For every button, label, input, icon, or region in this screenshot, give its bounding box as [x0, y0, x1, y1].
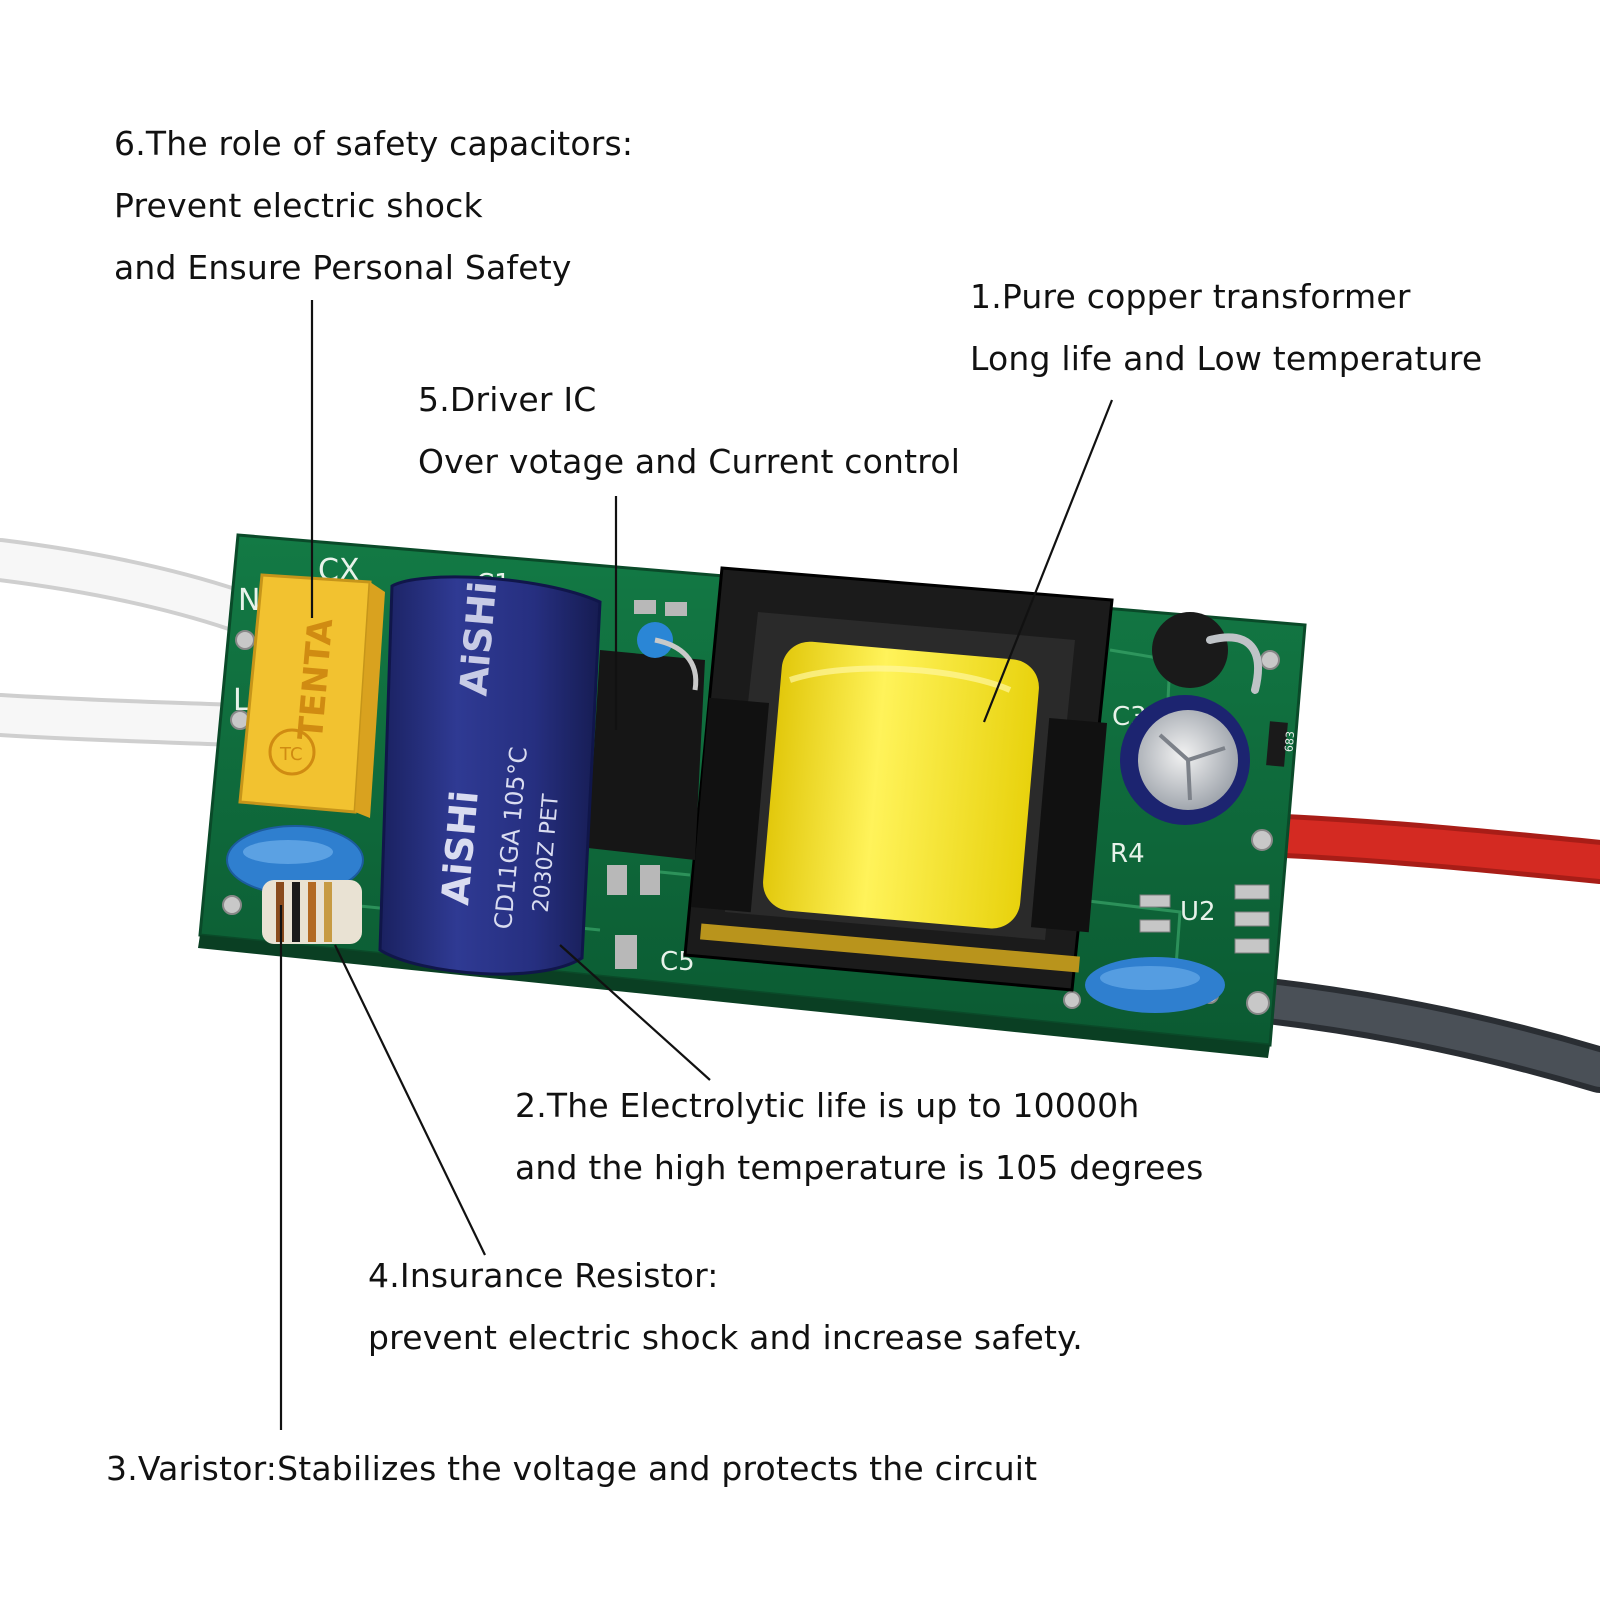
- callout-safety-capacitor: 6.The role of safety capacitors: Prevent…: [114, 113, 633, 299]
- electrolytic-capacitor: AiSHi CD11GA 105°C 2030Z PET AiSHi: [378, 575, 602, 976]
- transformer: [683, 566, 1114, 992]
- wires: [0, 538, 1600, 1093]
- callout-varistor: 3.Varistor:Stabilizes the voltage and pr…: [106, 1438, 1037, 1500]
- varistor-and-resistor: [226, 825, 364, 944]
- resistor-683: [1266, 721, 1288, 767]
- callout-title: 3.Varistor:Stabilizes the voltage and pr…: [106, 1449, 1038, 1488]
- transformer-coil: [763, 641, 1039, 929]
- callout-text: Prevent electric shock: [114, 186, 483, 225]
- callout-title: 1.Pure copper transformer: [970, 277, 1411, 316]
- driver-ic-area: [588, 600, 705, 969]
- callout-title: 4.Insurance Resistor:: [368, 1256, 719, 1295]
- callout-driver-ic: 5.Driver IC Over votage and Current cont…: [418, 369, 960, 493]
- callout-leader-lines: [279, 300, 1114, 1430]
- safety-capacitor: TENTA TC: [238, 573, 385, 818]
- pcb-label-r4: R4: [1110, 839, 1145, 869]
- safety-cap-mark-text: TC: [279, 744, 303, 765]
- leader-line-2: [559, 944, 711, 1081]
- callout-text: Long life and Low temperature: [970, 339, 1483, 378]
- callout-title: 5.Driver IC: [418, 380, 597, 419]
- pcb-label-683: 683: [1282, 731, 1297, 753]
- driver-ic-chip: [588, 650, 705, 860]
- callout-title: 2.The Electrolytic life is up to 10000h: [515, 1086, 1140, 1125]
- callout-text: prevent electric shock and increase safe…: [368, 1318, 1083, 1357]
- transistor-body: [1152, 612, 1228, 688]
- callout-transformer: 1.Pure copper transformer Long life and …: [970, 266, 1482, 390]
- pcb-label-l: L: [233, 683, 250, 718]
- right-components: 683: [1085, 612, 1297, 1013]
- callout-text: and the high temperature is 105 degrees: [515, 1148, 1204, 1187]
- insurance-resistor-body: [262, 880, 362, 944]
- callout-insurance-resistor: 4.Insurance Resistor: prevent electric s…: [368, 1245, 1083, 1369]
- callout-title: 6.The role of safety capacitors:: [114, 124, 634, 163]
- capacitor-brand-text: AiSHi: [433, 789, 487, 907]
- capacitor-brand-text-2: AiSHi: [451, 580, 505, 698]
- pcb-label-u2: U2: [1180, 897, 1216, 927]
- callout-text: and Ensure Personal Safety: [114, 248, 572, 287]
- pcb-label-n: N: [238, 583, 260, 618]
- callout-electrolytic: 2.The Electrolytic life is up to 10000h …: [515, 1075, 1204, 1199]
- leader-line-4: [334, 944, 486, 1256]
- callout-text: Over votage and Current control: [418, 442, 961, 481]
- leader-line-1: [982, 399, 1114, 723]
